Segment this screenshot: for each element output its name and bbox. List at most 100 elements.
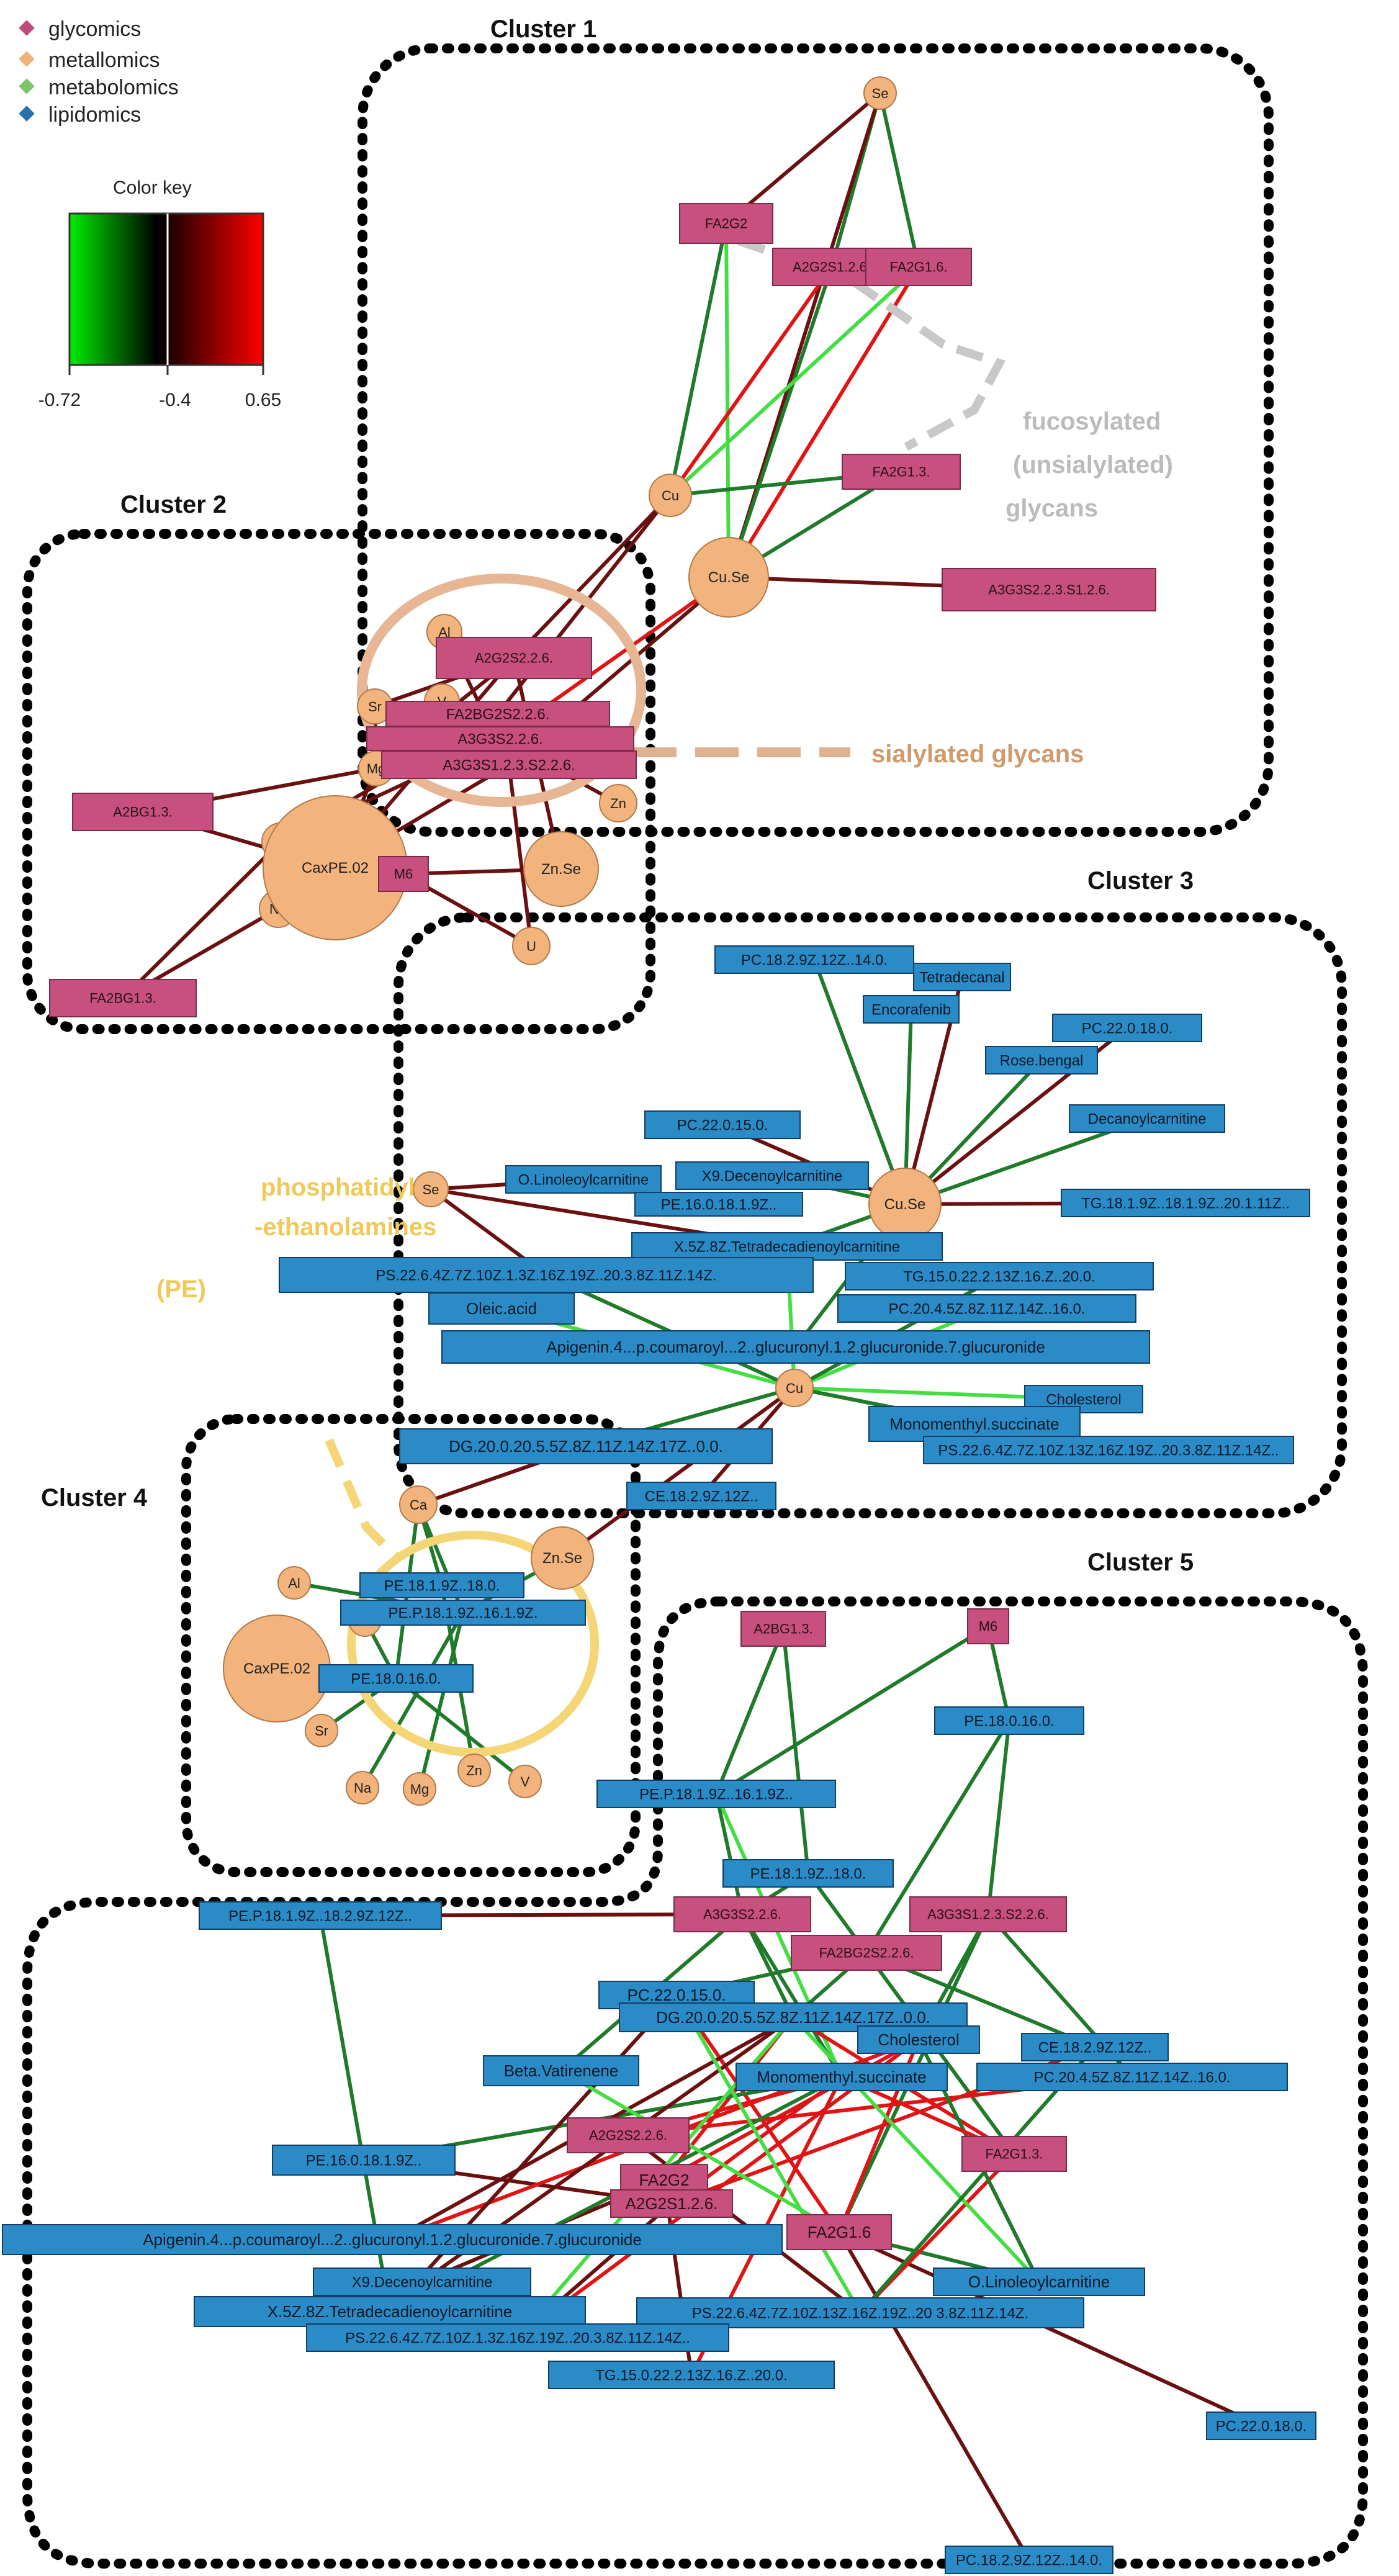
node-Cu_3: Cu [775, 1369, 814, 1407]
lipid-node-box [631, 1232, 943, 1261]
node-label: PE.18.0.16.0. [964, 1713, 1054, 1729]
node-label: O.Linoleoylcarnitine [518, 1171, 649, 1188]
metal-node-circle [523, 831, 599, 907]
node-label: PS.22.6.4Z.7Z.10Z.13Z.16Z.19Z..20 3.8Z.1… [692, 2305, 1029, 2322]
node-FA2BG1_2: FA2BG1.3. [49, 979, 197, 1017]
node-PC20_5: PC.20.4.5Z.8Z.11Z.14Z..16.0. [976, 2063, 1288, 2091]
cluster-2-box [22, 529, 655, 1034]
lipid-node-box [483, 2055, 639, 2086]
node-label: PE.18.1.9Z..18.0. [384, 1577, 500, 1594]
edge-FA2G16_5-PC22_18_5 [837, 2230, 1263, 2428]
metabolomics-marker-icon [19, 78, 35, 94]
edge-A2G2S1_1-CuSe_1 [727, 265, 834, 579]
legend-label: glycomics [48, 17, 141, 41]
lipid-node-box [923, 1436, 1294, 1464]
glycan-node-box [740, 1611, 826, 1647]
node-label: CaxPE.02 [243, 1660, 310, 1677]
glycan-node-box [49, 979, 197, 1017]
node-Rose_3: Rose.bengal [985, 1046, 1098, 1074]
edge-FA2BG1_2-Ca_2 [121, 840, 282, 1000]
node-Zn_4: Zn [457, 1754, 491, 1787]
node-label: Ca [410, 1497, 428, 1513]
legend-item-metallomics: metallomics [19, 48, 160, 72]
legend-item-glycomics: glycomics [19, 17, 141, 41]
node-label: PS.22.6.4Z.7Z.10Z.1.3Z.16Z.19Z..20.3.8Z.… [345, 2330, 690, 2346]
lipid-node-box [194, 2296, 586, 2327]
node-label: O.Linoleoylcarnitine [968, 2272, 1110, 2291]
node-Deca_3: Decanoylcarnitine [1069, 1104, 1225, 1133]
node-label: X.5Z.8Z.Tetradecadienoylcarnitine [674, 1238, 900, 1255]
node-A3G3S2_5: A3G3S2.2.6. [673, 1896, 811, 1932]
node-FA2G1_3_5: FA2G1.3. [961, 2136, 1067, 2172]
lipid-node-box [985, 1046, 1098, 1074]
cluster-3-title: Cluster 3 [1087, 867, 1194, 894]
metal-node-circle [457, 1754, 491, 1787]
color-key-mid: -0.4 [159, 390, 191, 410]
node-Api_5: Apigenin.4...p.coumaroyl...2..glucuronyl… [2, 2224, 783, 2255]
lipid-node-box [505, 1165, 662, 1194]
node-PEP16_5: PE.P.18.1.9Z..16.1.9Z.. [596, 1780, 836, 1808]
node-Tetra_3: Tetradecanal [913, 963, 1011, 991]
node-label: X9.Decenoylcarnitine [352, 2274, 493, 2290]
metal-node-circle [346, 1771, 379, 1804]
node-label: FA2G1.6. [890, 259, 948, 275]
edge-A2BG1_5-PE18_5 [781, 1627, 810, 1875]
node-PC22_18_5: PC.22.0.18.0. [1206, 2412, 1316, 2440]
node-label: TG.18.1.9Z..18.1.9Z..20.1.11Z.. [1081, 1195, 1290, 1212]
lipid-node-box [1052, 1014, 1202, 1042]
node-label: Al [438, 624, 451, 640]
node-Mono_3: Monomenthyl.succinate [868, 1406, 1081, 1442]
node-PS22a_3: PS.22.6.4Z.7Z.10Z.1.3Z.16Z.19Z..20.3.8Z.… [279, 1257, 814, 1293]
node-FA2BG2S2_2: FA2BG2S2.2.6. [385, 701, 610, 727]
edge-Beta_5-FA2G16_5 [559, 2069, 841, 2234]
node-label: FA2G1.6 [807, 2223, 871, 2241]
lipid-node-box [340, 1600, 586, 1626]
color-key-max: 0.65 [245, 390, 281, 410]
pe-label-2: -ethanolamines [254, 1214, 436, 1241]
node-label: A3G3S2.2.6. [703, 1907, 781, 1922]
node-PE180_4: PE.18.0.16.0. [318, 1664, 474, 1693]
lipid-node-box [1206, 2412, 1316, 2440]
legend-label: metabolomics [48, 76, 179, 99]
metal-node-circle [531, 1526, 594, 1590]
edge-Mg_4-PEP_4 [418, 1611, 465, 1791]
node-label: Tetradecanal [919, 969, 1004, 986]
node-PC20_3: PC.20.4.5Z.8Z.11Z.14Z..16.0. [837, 1294, 1136, 1323]
lipid-node-box [722, 1859, 894, 1888]
edge-FA2G2_1-CuSe_1 [724, 222, 731, 579]
node-label: Se [872, 86, 889, 101]
lipid-node-box [857, 2025, 980, 2054]
node-A2G2S2_5: A2G2S2.2.6. [567, 2117, 690, 2153]
color-key-title: Color key [113, 178, 192, 198]
node-PE16_3: PE.16.0.18.1.9Z.. [634, 1192, 803, 1217]
node-label: M6 [394, 867, 413, 882]
lipid-node-box [868, 1406, 1081, 1442]
node-label: A3G3S1.2.3.S2.2.6. [443, 757, 575, 773]
node-label: Na [354, 1780, 372, 1796]
fucosylated-label: fucosylated [1023, 408, 1161, 435]
glycan-node-box [961, 2136, 1067, 2172]
node-Se_3: Se [413, 1171, 449, 1207]
node-label: Zn.Se [542, 1550, 582, 1567]
glycan-node-box [436, 637, 592, 679]
lipid-node-box [1061, 1189, 1310, 1217]
edge-PS22a_5-CE_5 [858, 2045, 1097, 2315]
glycan-node-box [679, 203, 773, 244]
lipid-node-box [636, 2297, 1084, 2328]
glycomics-marker-icon [19, 20, 35, 36]
node-PE180_5: PE.18.0.16.0. [934, 1706, 1084, 1735]
lipid-node-box [199, 1901, 442, 1930]
node-FA2G1_3_1: FA2G1.3. [842, 454, 961, 490]
lipid-node-box [359, 1572, 524, 1598]
node-X9_3: X9.Decenoylcarnitine [675, 1161, 869, 1190]
node-label: CE.18.2.9Z.12Z.. [1038, 2039, 1152, 2056]
pe-pointer [325, 1438, 400, 1561]
edge-CuSe_3-PC18_3 [812, 958, 907, 1206]
glycan-node-box [791, 1935, 942, 1971]
node-Sr_2: Sr [357, 688, 393, 724]
node-Oleic_3: Oleic.acid [428, 1292, 575, 1325]
edge-PE180_5-FA2BG2S2_5 [865, 1719, 1011, 1955]
lipid-node-box [596, 1780, 836, 1808]
node-PE16_5: PE.16.0.18.1.9Z.. [272, 2145, 456, 2176]
